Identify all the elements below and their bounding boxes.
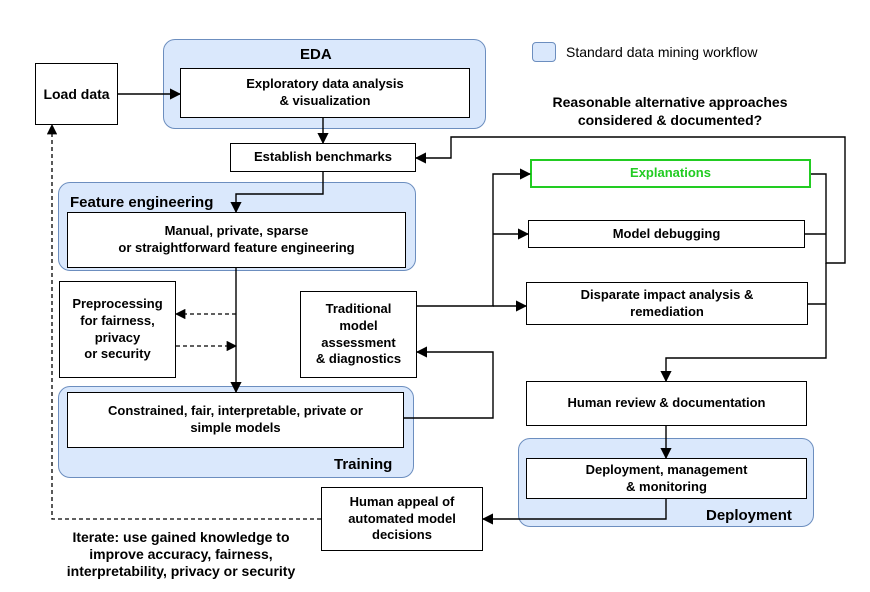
- traditional-assessment-box: Traditional model assessment & diagnosti…: [300, 291, 417, 378]
- arrow-to-human-review: [660, 263, 827, 383]
- constrained-models-box: Constrained, fair, interpretable, privat…: [67, 392, 404, 448]
- feature-engineering-label: Feature engineering: [70, 194, 214, 211]
- model-debugging-box: Model debugging: [528, 220, 805, 248]
- arrow-deployment-to-appeal: [481, 499, 667, 525]
- dashed-arrow-iterate-to-load: [46, 123, 321, 520]
- arrow-training-to-traditional: [404, 346, 494, 419]
- load-data-box: Load data: [35, 63, 118, 125]
- disparate-impact-box: Disparate impact analysis & remediation: [526, 282, 808, 325]
- eda-group-label: EDA: [300, 46, 332, 63]
- deployment-label: Deployment: [706, 507, 792, 524]
- legend-label: Standard data mining workflow: [566, 44, 758, 60]
- alternatives-question: Reasonable alternative approaches consid…: [552, 94, 788, 128]
- arrow-to-explanations: [417, 168, 532, 307]
- training-label: Training: [334, 456, 393, 473]
- explanations-box: Explanations: [530, 159, 811, 188]
- arrow-feedback-to-benchmarks: [414, 136, 846, 264]
- arrow-benchmarks-to-feature: [230, 172, 324, 214]
- legend-swatch: [532, 42, 556, 62]
- human-review-box: Human review & documentation: [526, 381, 807, 426]
- feature-engineering-box: Manual, private, sparse or straightforwa…: [67, 212, 406, 268]
- iterate-note: Iterate: use gained knowledge to improve…: [66, 529, 296, 580]
- human-appeal-box: Human appeal of automated model decision…: [321, 487, 483, 551]
- establish-benchmarks-box: Establish benchmarks: [230, 143, 416, 172]
- preprocessing-box: Preprocessing for fairness, privacy or s…: [59, 281, 176, 378]
